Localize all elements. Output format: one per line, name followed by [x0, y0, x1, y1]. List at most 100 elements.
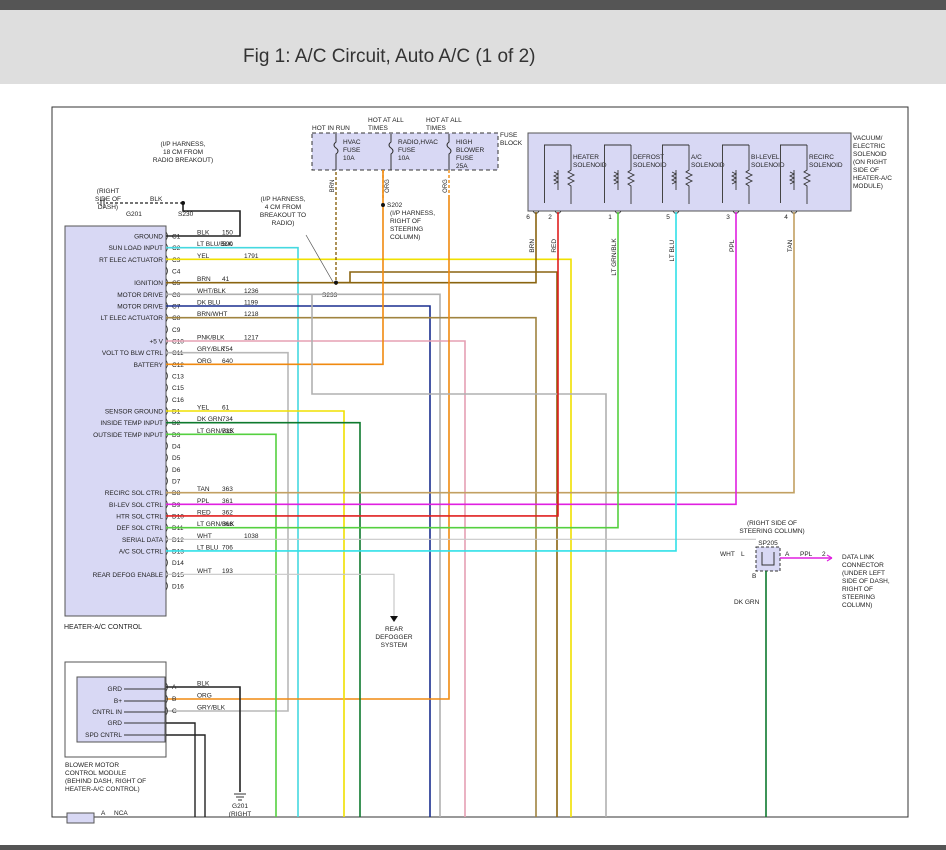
wire-color-label: RED — [197, 509, 211, 516]
fuse-label: FUSE — [343, 147, 361, 154]
pin-label-d13: D13 — [172, 548, 184, 555]
wire-color-label: BRN — [197, 276, 211, 283]
ground-location-label: (RIGHT — [97, 188, 119, 195]
wire-color-label: DK GRN — [197, 416, 223, 423]
pin-label-d12: D12 — [172, 537, 184, 544]
pin-label-c1: C1 — [172, 234, 181, 241]
nca-box — [66, 812, 95, 824]
circuit-number: 754 — [222, 346, 233, 353]
pin-label-d9: D9 — [172, 502, 181, 509]
solenoid-bus — [662, 145, 663, 203]
wire-color-label: GRY/BLK — [197, 346, 226, 353]
wire-brn-down — [336, 271, 558, 817]
pin-function-d1: SENSOR GROUND — [105, 408, 163, 415]
dlc-label: COLUMN) — [842, 602, 872, 609]
pin-function-c3: RT ELEC ACTUATOR — [99, 257, 163, 264]
s233-note: 4 CM FROM — [265, 204, 301, 211]
pin-label-d4: D4 — [172, 443, 181, 450]
wire-wht-blk-branch — [311, 294, 607, 817]
nca-pin-label: A — [101, 810, 106, 817]
pin-label-c4: C4 — [172, 268, 181, 275]
pin-function-c7: MOTOR DRIVE — [117, 303, 163, 310]
solenoid-name: RECIRC — [809, 154, 834, 161]
wire-color-label: PNK/BLK — [197, 334, 225, 341]
pin-label-c5: C5 — [172, 280, 181, 287]
s230-note: (I/P HARNESS, — [160, 141, 205, 148]
hvac-control-label: HEATER-A/C CONTROL — [64, 624, 142, 631]
fuse-label: HVAC — [343, 139, 361, 146]
pin-label-d16: D16 — [172, 583, 184, 590]
wire-d8-recirc — [166, 212, 795, 494]
wire-color-label: DK BLU — [197, 299, 221, 306]
circuit-number: 1791 — [244, 253, 259, 260]
pin-label-d14: D14 — [172, 560, 184, 567]
circuit-number: 1236 — [244, 288, 259, 295]
circuit-number: 640 — [222, 358, 233, 365]
wire-c3-yel — [166, 258, 572, 817]
blower-module-inner — [76, 676, 166, 743]
solenoid-pin-number: 2 — [548, 214, 552, 221]
sp205-note: (RIGHT SIDE OF — [747, 520, 797, 527]
diagram-frame — [51, 106, 909, 818]
dlc-label: SIDE OF DASH, — [842, 578, 890, 585]
wire-c7-motor-drive — [166, 305, 431, 817]
wire-color-label: LT BLU — [197, 544, 219, 551]
wire-color-label: YEL — [197, 404, 210, 411]
wire-c10-5v — [166, 340, 466, 817]
circuit-number: 1217 — [244, 334, 259, 341]
wire-color-label: PPL — [197, 498, 210, 505]
ground-symbol-bottom — [234, 793, 246, 801]
s202-label: S202 — [387, 202, 403, 209]
leader-line — [305, 234, 334, 283]
wire-c6-motor-drive — [166, 293, 441, 817]
fuse-label: HIGH — [456, 139, 473, 146]
g201-bottom-label: (RIGHT — [229, 811, 251, 818]
blower-module-label: BLOWER MOTOR — [65, 762, 119, 769]
fuse-wire-label: BRN — [330, 180, 336, 193]
s230-note: RADIO BREAKOUT) — [153, 157, 213, 164]
fuse-wire-label: ORG — [443, 179, 449, 193]
pin-label-d6: D6 — [172, 467, 181, 474]
circuit-number: 734 — [222, 416, 233, 423]
pin-function-d11: DEF SOL CTRL — [117, 525, 164, 532]
wire-c12-battery — [166, 170, 384, 366]
sp205-pin-b: B — [752, 573, 756, 580]
connector-bracket — [165, 453, 168, 462]
dlc-label: DATA LINK — [842, 554, 875, 561]
solenoid-block-label: (ON RIGHT — [853, 159, 887, 166]
pin-label-d3: D3 — [172, 432, 181, 439]
solenoid-block-box — [527, 132, 852, 212]
blower-wire-label: BLK — [197, 681, 210, 688]
s202-note: RIGHT OF — [390, 218, 421, 225]
pin-label-c3: C3 — [172, 257, 181, 264]
connector-bracket — [165, 581, 168, 591]
circuit-number: 590 — [222, 241, 233, 248]
pin-label-d5: D5 — [172, 455, 181, 462]
circuit-number: 363 — [222, 486, 233, 493]
pin-label-d8: D8 — [172, 490, 181, 497]
fuse-header: HOT AT ALL — [426, 117, 462, 124]
fuse-symbol — [446, 134, 452, 170]
fuse-label: FUSE — [398, 147, 416, 154]
fuse-symbol — [333, 134, 339, 170]
splice-s202 — [381, 203, 385, 207]
blower-module-label: HEATER-A/C CONTROL) — [65, 786, 140, 793]
pin-function-c10: +5 V — [149, 338, 163, 345]
blower-terminal-label: B+ — [114, 698, 122, 705]
wire-color-label: BLK — [197, 230, 210, 237]
blower-module-label: (BEHIND DASH, RIGHT OF — [65, 778, 146, 785]
sp205-pin-a: A — [785, 551, 790, 558]
pin-label-c6: C6 — [172, 292, 181, 299]
connector-bracket — [165, 465, 168, 474]
fuse-label: FUSE — [456, 155, 474, 162]
solenoid-block-label: VACUUM/ — [853, 135, 883, 142]
pin-label-d7: D7 — [172, 478, 181, 485]
connector-bracket — [165, 694, 168, 704]
fuse-label: 10A — [398, 155, 410, 162]
wire-d11-defrost — [166, 212, 619, 529]
s233-note: RADIO) — [272, 220, 295, 227]
pin-label-c7: C7 — [172, 303, 181, 310]
pin-function-c1: GROUND — [134, 234, 163, 241]
wire-c1-ground — [166, 203, 241, 237]
